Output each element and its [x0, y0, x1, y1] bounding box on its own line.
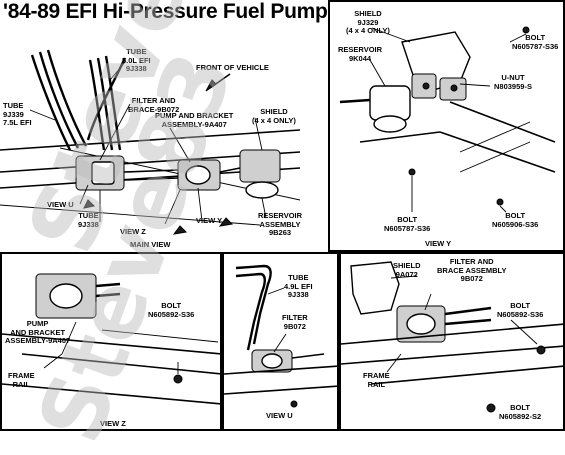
- label-pump-bracket: PUMP AND BRACKET ASSEMBLY-9A407: [155, 111, 234, 129]
- label-view-z-bolt: BOLT N605892-S36: [148, 301, 195, 319]
- label-view-u-tube: TUBE 4.9L EFI 9J338: [284, 273, 313, 299]
- view-4x4-drawing: [341, 261, 563, 413]
- label-view-y-bolt-left: BOLT N605787-S36: [384, 215, 431, 233]
- label-4x4-bolt-bottom: BOLT N605892-S2: [499, 403, 542, 421]
- label-view-y-shield: SHIELD 9J329 (4 x 4 ONLY): [346, 9, 390, 35]
- label-reservoir-assembly: RESERVOIR ASSEMBLY 9B263: [258, 211, 303, 237]
- label-view-y-unut: U-NUT N803959-S: [494, 73, 532, 91]
- view-y-drawing: [339, 26, 556, 213]
- view-u-panel: TUBE 4.9L EFI 9J338 FILTER 9B072 VIEW U: [222, 252, 339, 431]
- view-z-drawing: [2, 273, 220, 405]
- label-4x4-frame-rail: FRAME RAIL: [363, 371, 390, 389]
- label-view-y-bolt-right: BOLT N605906-S36: [492, 211, 539, 229]
- view-z-caption: VIEW Z: [100, 419, 126, 428]
- label-tube-9j338: TUBE 9J338: [78, 211, 99, 229]
- label-4x4-bolt-top: BOLT N605892-S36: [497, 301, 544, 319]
- label-view-u: VIEW U: [47, 200, 74, 209]
- label-tube-75l: TUBE 9J339 7.5L EFI: [3, 101, 32, 127]
- label-view-y: VIEW Y: [196, 216, 223, 225]
- view-u-caption: VIEW U: [266, 411, 293, 420]
- view-u-drawing: [224, 264, 337, 408]
- label-shield: SHIELD (4 x 4 ONLY): [252, 107, 296, 125]
- label-filter-brace: FILTER AND BRACE-9B072: [128, 96, 180, 114]
- label-front-of-vehicle: FRONT OF VEHICLE: [196, 63, 269, 72]
- label-view-y-bolt-top: BOLT N605787-S36: [512, 33, 559, 51]
- label-tube-50l: TUBE 5.0L EFI 9J338: [122, 47, 151, 73]
- label-view-z-pump-bracket: PUMP AND BRACKET ASSEMBLY-9A407: [5, 319, 71, 345]
- main-view-drawing: [0, 49, 301, 235]
- label-4x4-filter-brace: FILTER AND BRACE ASSEMBLY 9B072: [437, 257, 507, 283]
- main-view-panel: TUBE 5.0L EFI 9J338 TUBE 9J339 7.5L EFI …: [0, 0, 328, 252]
- label-view-y-reservoir: RESERVOIR 9K044: [338, 45, 383, 63]
- label-4x4-shield: SHIELD 9A072: [393, 261, 421, 279]
- view-z-panel: PUMP AND BRACKET ASSEMBLY-9A407 BOLT N60…: [0, 252, 222, 431]
- view-4x4-panel: SHIELD 9A072 FILTER AND BRACE ASSEMBLY 9…: [339, 252, 565, 431]
- label-view-z-frame-rail: FRAME RAIL: [8, 371, 35, 389]
- view-y-panel: SHIELD 9J329 (4 x 4 ONLY) BOLT N605787-S…: [328, 0, 565, 252]
- label-view-z: VIEW Z: [120, 227, 146, 236]
- main-view-caption: MAIN VIEW: [130, 240, 171, 249]
- diagram-title: '84-89 EFI Hi-Pressure Fuel Pump: [3, 0, 328, 23]
- view-y-caption: VIEW Y: [425, 239, 452, 248]
- label-view-u-filter: FILTER 9B072: [282, 313, 308, 331]
